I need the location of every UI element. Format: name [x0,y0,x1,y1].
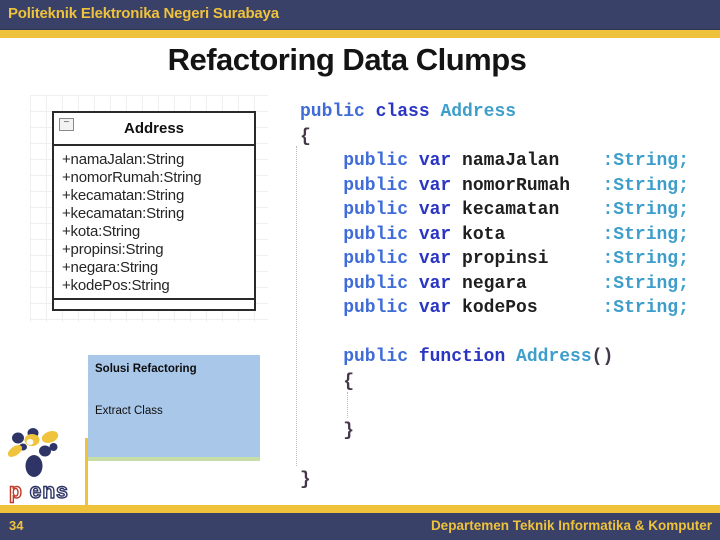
pens-logo-blobs [7,428,59,477]
uml-canvas: − Address +namaJalan:String+nomorRumah:S… [30,95,268,322]
code-line: public function Address() [300,347,614,367]
uml-methods-compartment [54,298,254,309]
code-line: { [300,371,355,392]
code-line: public var kota :String; [300,224,689,245]
header-bar: Politeknik Elektronika Negeri Surabaya [0,0,720,30]
accent-vline [85,438,88,505]
code-line: public var nomorRumah :String; [300,175,689,196]
solution-note-box: Solusi Refactoring Extract Class [88,355,260,461]
code-line: public var kecamatan :String; [300,200,689,220]
indent-guide-outer [296,146,297,466]
pens-logo: p ens [7,428,69,504]
uml-field: +kodePos:String [62,277,170,294]
uml-field: +negara:String [62,259,159,276]
footer-bar: 34 Departemen Teknik Informatika & Kompu… [0,513,720,540]
footer-accent-stripe [0,505,720,513]
code-line: public var negara :String; [300,273,689,294]
uml-fields: +namaJalan:String+nomorRumah:String+keca… [54,146,254,298]
code-line: public class Address [300,102,517,122]
uml-field: +kecamatan:String [62,187,185,204]
note-body: Extract Class [95,405,163,417]
code-line [300,321,689,346]
collapse-minus-icon: − [59,118,74,131]
code-block: public class Address { public var namaJal… [300,100,689,492]
pens-wordmark: p ens [9,480,69,503]
header-accent-stripe [0,30,720,38]
page-number: 34 [9,518,24,533]
slide-title: Refactoring Data Clumps [167,42,527,77]
department-name: Departemen Teknik Informatika & Komputer [430,518,712,533]
uml-class-header: − Address [54,113,254,146]
code-line [300,443,689,468]
uml-class-box: − Address +namaJalan:String+nomorRumah:S… [52,111,256,311]
code-line [300,394,689,419]
uml-field: +propinsi:String [62,241,164,258]
code-line: public var propinsi :String; [300,249,689,269]
code-line: } [300,469,311,490]
institution-name: Politeknik Elektronika Negeri Surabaya [8,5,279,22]
uml-class-name: Address [123,120,185,137]
code-line: { [300,126,311,147]
note-title: Solusi Refactoring [95,363,197,375]
uml-field: +namaJalan:String [62,151,185,168]
uml-field: +kota:String [62,223,141,240]
code-line: public var kodePos :String; [300,298,689,318]
code-line: } [300,420,355,441]
uml-field: +nomorRumah:String [62,169,202,186]
uml-field: +kecamatan:String [62,205,185,222]
indent-guide-inner [347,392,348,418]
code-line: public var namaJalan :String; [300,151,689,171]
